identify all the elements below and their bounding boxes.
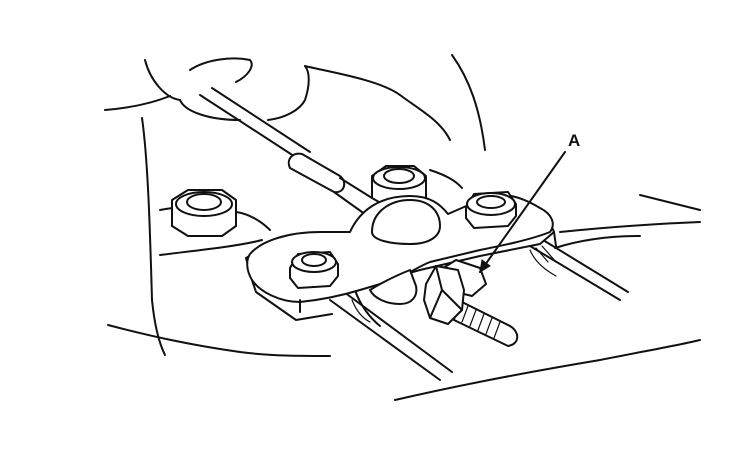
callout-a: A [479,131,580,273]
engine-housing [104,54,701,401]
cables-lower [329,231,629,381]
clamp-bolt-left [289,251,339,289]
clamp-bolt-right [465,191,517,229]
adjuster-locknut [423,259,519,347]
shift-cable-upper [199,87,373,213]
housing-bolt-left [171,189,237,237]
callout-a-label: A [568,131,580,150]
